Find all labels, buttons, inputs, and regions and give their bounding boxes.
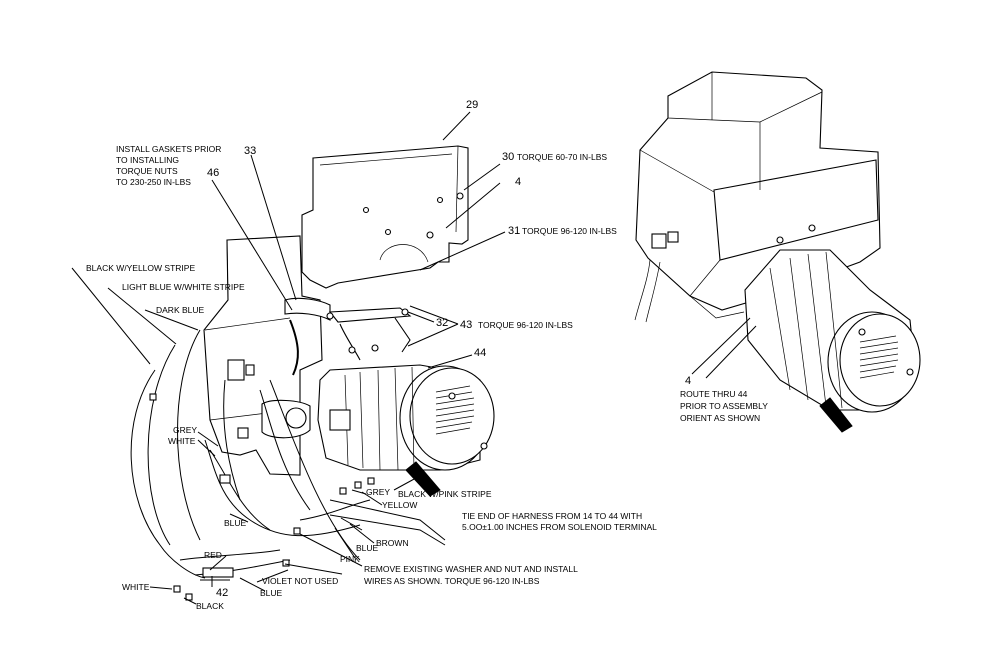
callout-4-right: 4	[685, 375, 691, 387]
wire-label-white: WHITE	[168, 436, 196, 446]
wire-label-black-pink: BLACK W/PINK STRIPE	[398, 489, 492, 499]
wire-label-blue-bottom: BLUE	[260, 588, 283, 598]
callout-44: 44	[474, 347, 486, 359]
callout-42: 42	[216, 587, 228, 599]
note-route-line: PRIOR TO ASSEMBLY	[680, 401, 768, 411]
note-route: ROUTE THRU 44 PRIOR TO ASSEMBLY ORIENT A…	[680, 389, 768, 423]
note-gaskets-line: TO INSTALLING	[116, 155, 179, 165]
callout-46: 46	[207, 167, 219, 179]
note-gaskets-line: TO 230-250 IN-LBS	[116, 177, 191, 187]
note-gaskets-line: INSTALL GASKETS PRIOR	[116, 144, 221, 154]
wire-label-pink: PINK	[340, 554, 360, 564]
callout-31: 31	[508, 225, 520, 237]
wire-label-red: RED	[204, 550, 222, 560]
callout-43-torque: TORQUE 96-120 IN-LBS	[478, 320, 573, 330]
note-route-line: ROUTE THRU 44	[680, 389, 748, 399]
linkage-32-43	[326, 307, 412, 361]
wire-label-white-bottom: WHITE	[122, 582, 150, 592]
callout-30-torque: TORQUE 60-70 IN-LBS	[517, 152, 607, 162]
wire-label-violet: VIOLET NOT USED	[262, 576, 338, 586]
note-tie-line: 5.OO±1.00 INCHES FROM SOLENOID TERMINAL	[462, 522, 657, 532]
engine-body	[203, 235, 331, 476]
note-washer-line: WIRES AS SHOWN. TORQUE 96-120 IN-LBS	[364, 576, 540, 586]
wire-label-yellow: YELLOW	[382, 500, 417, 510]
wire-label-blue-mid: BLUE	[224, 518, 247, 528]
wire-label-dark-blue: DARK BLUE	[156, 305, 205, 315]
wire-label-grey: GREY	[173, 425, 197, 435]
wire-labels: BLACK W/YELLOW STRIPE LIGHT BLUE W/WHITE…	[86, 263, 492, 611]
leader-lines-left	[71, 111, 506, 605]
wire-label-grey-right: GREY	[366, 487, 390, 497]
wire-label-blue-low: BLUE	[356, 543, 379, 553]
note-route-line: ORIENT AS SHOWN	[680, 413, 760, 423]
leader-4-right-a	[691, 317, 751, 375]
note-gaskets: INSTALL GASKETS PRIOR TO INSTALLING TORQ…	[116, 144, 221, 187]
callout-31-torque: TORQUE 96-120 IN-LBS	[522, 226, 617, 236]
alternator-44	[317, 364, 495, 497]
bracket-29	[301, 145, 469, 289]
leader-4-right-b	[705, 325, 757, 379]
wire-harness	[130, 329, 446, 601]
callout-43: 43	[460, 319, 472, 331]
note-tie-harness: TIE END OF HARNESS FROM 14 TO 44 WITH 5.…	[462, 511, 657, 532]
wire-label-light-blue-white: LIGHT BLUE W/WHITE STRIPE	[122, 282, 245, 292]
note-washer-line: REMOVE EXISTING WASHER AND NUT AND INSTA…	[364, 564, 578, 574]
wire-label-brown: BROWN	[376, 538, 409, 548]
callout-32: 32	[436, 317, 448, 329]
wire-label-black-yellow: BLACK W/YELLOW STRIPE	[86, 263, 195, 273]
note-tie-line: TIE END OF HARNESS FROM 14 TO 44 WITH	[462, 511, 642, 521]
callout-29: 29	[466, 99, 478, 111]
callout-33: 33	[244, 145, 256, 157]
wire-label-black-bottom: BLACK	[196, 601, 224, 611]
note-washer: REMOVE EXISTING WASHER AND NUT AND INSTA…	[364, 564, 578, 586]
callout-30: 30	[502, 151, 514, 163]
note-gaskets-line: TORQUE NUTS	[116, 166, 178, 176]
callout-4-top: 4	[515, 176, 521, 188]
right-view-alternator	[744, 249, 921, 433]
